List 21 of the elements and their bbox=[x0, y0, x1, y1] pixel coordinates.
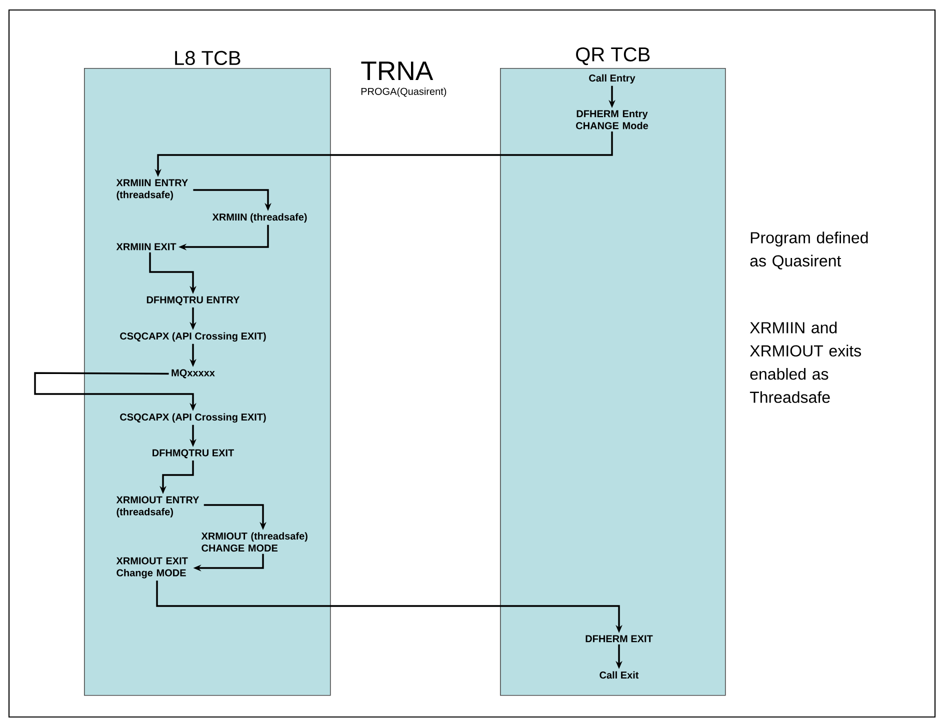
step-text: XRMIOUT ENTRY (threadsafe) bbox=[116, 496, 200, 518]
step-text: CSQCAPX (API Crossing EXIT) bbox=[120, 332, 266, 342]
step-text: DFHMQTRU EXIT bbox=[152, 449, 234, 458]
step-text: DFHERM Entry CHANGE Mode bbox=[576, 110, 648, 130]
step-text: XRMIOUT EXIT Change MODE bbox=[116, 557, 188, 578]
step-text: XRMIIN (threadsafe) bbox=[212, 213, 307, 223]
step-text: XRMIIN ENTRY (threadsafe) bbox=[116, 179, 188, 200]
step-text: XRMIIN EXIT bbox=[116, 243, 176, 250]
step-text: DFHMQTRU ENTRY bbox=[146, 296, 240, 306]
step-text: MQxxxxx bbox=[172, 369, 215, 378]
heading: TRNA bbox=[361, 62, 434, 80]
note-text: Program defined as Quasirent bbox=[750, 232, 868, 270]
node-label: QR TCB bbox=[576, 47, 650, 66]
note-text: XRMIIN and XRMIOUT exits enabled as Threadsafe bbox=[750, 322, 862, 403]
step-text: Call Exit bbox=[600, 671, 639, 679]
subheading: PROGA(Quasirent) bbox=[361, 88, 446, 97]
step-text: CSQCAPX (API Crossing EXIT) bbox=[120, 413, 266, 423]
step-text: XRMIOUT (threadsafe) CHANGE MODE bbox=[201, 532, 308, 552]
step-text: Call Entry bbox=[589, 74, 636, 84]
node-label: L8 TCB bbox=[175, 50, 240, 66]
step-text: DFHERM EXIT bbox=[586, 635, 653, 642]
